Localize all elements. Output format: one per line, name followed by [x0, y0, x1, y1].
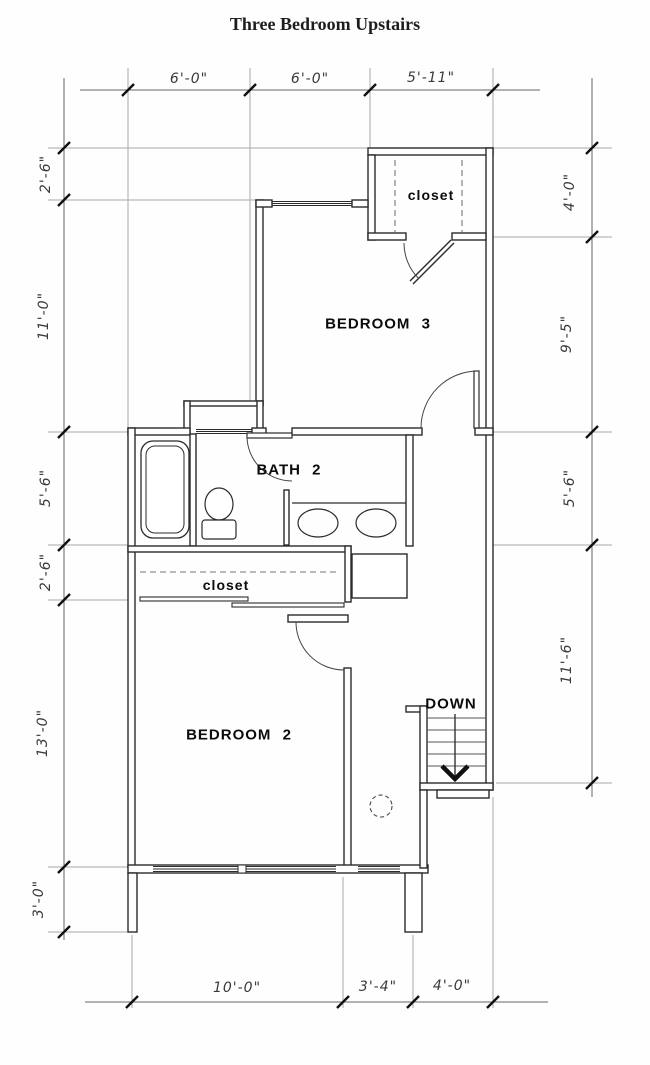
dimension-ticks	[57, 83, 599, 1009]
toilet	[201, 487, 237, 540]
dim-top-3: 5'-11"	[406, 70, 456, 86]
dim-left-6: 3'-0"	[31, 879, 47, 919]
stairs	[427, 717, 486, 767]
bedroom3-door	[420, 370, 480, 429]
closet-mid-bypass-doors	[139, 596, 345, 608]
dim-left-1: 2'-6"	[38, 154, 54, 194]
windows	[153, 201, 400, 874]
dim-right-4: 11'-6"	[559, 635, 575, 685]
bedroom3-label: BEDROOM 3	[325, 315, 431, 333]
bath-door	[246, 432, 293, 482]
dim-right-1: 4'-0"	[562, 172, 578, 212]
dim-top-2: 6'-0"	[290, 71, 330, 87]
down-arrow	[440, 714, 470, 783]
bedroom2-label: BEDROOM 2	[186, 726, 292, 744]
page-title: Three Bedroom Upstairs	[229, 14, 421, 34]
closet-door	[403, 239, 455, 285]
doors	[139, 239, 480, 671]
dim-left-2: 11'-0"	[36, 291, 52, 341]
bath2-label: BATH 2	[256, 461, 322, 479]
closet-top-label: closet	[407, 187, 455, 203]
dim-left-4: 2'-6"	[38, 552, 54, 592]
dim-right-3: 5'-6"	[562, 468, 578, 508]
dim-top-1: 6'-0"	[169, 71, 209, 87]
ceiling-access-circle	[369, 794, 393, 818]
dim-right-2: 9'-5"	[559, 314, 575, 354]
closet-rods	[140, 160, 463, 573]
dim-bottom-2: 3'-4"	[358, 979, 398, 995]
dim-left-3: 5'-6"	[38, 468, 54, 508]
bedroom2-door	[295, 621, 345, 671]
walls	[127, 147, 494, 933]
down-label: DOWN	[425, 695, 477, 713]
dim-bottom-1: 10'-0"	[212, 980, 262, 996]
bathtub	[140, 440, 190, 539]
vanity-sinks	[292, 502, 406, 538]
dim-left-5: 13'-0"	[35, 708, 51, 758]
dimension-lines	[63, 78, 593, 1003]
dim-bottom-3: 4'-0"	[432, 978, 472, 994]
closet-mid-label: closet	[202, 577, 250, 593]
